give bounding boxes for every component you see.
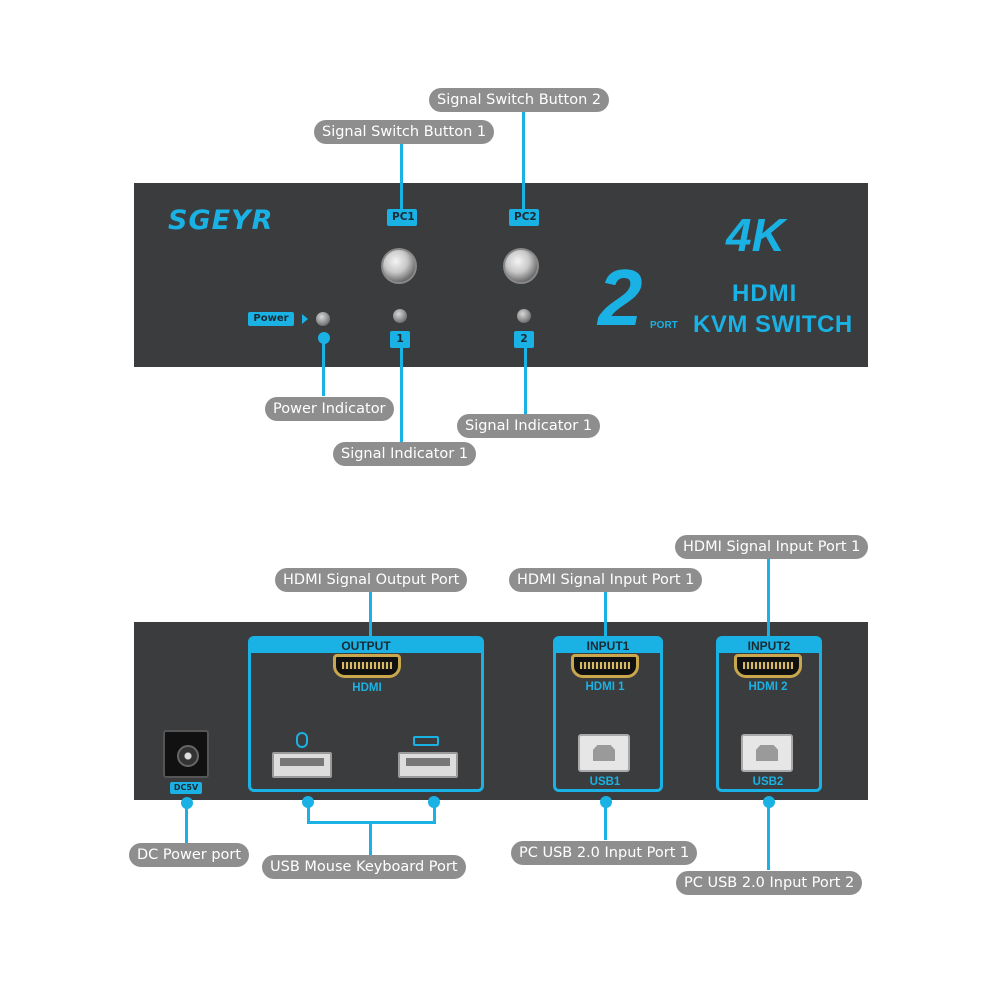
signal-indicator-led-1 (393, 309, 407, 323)
mouse-icon (296, 732, 308, 748)
hdmi-label: HDMI (732, 280, 798, 307)
arrow-right-icon (302, 314, 308, 324)
indicator-2-tag: 2 (514, 331, 534, 348)
hdmi-input-2-label: HDMI 2 (748, 681, 788, 693)
callout-pc-usb-input-port-1: PC USB 2.0 Input Port 1 (511, 841, 698, 865)
signal-switch-button-2[interactable] (503, 248, 539, 284)
connector-line (369, 590, 372, 636)
callout-pc-usb-input-port-2: PC USB 2.0 Input Port 2 (676, 871, 863, 895)
connector-line (604, 802, 607, 840)
indicator-1-tag: 1 (390, 331, 410, 348)
output-section: OUTPUT (248, 636, 484, 792)
brand-logo: SGEYR (168, 205, 274, 236)
usb1-label: USB1 (589, 776, 621, 788)
connector-line (369, 821, 372, 855)
connector-line (185, 803, 188, 843)
connector-line (307, 802, 310, 823)
hdmi-output-port[interactable] (333, 654, 401, 678)
connector-line (322, 336, 325, 396)
hdmi-input-1-label: HDMI 1 (585, 681, 625, 693)
power-tag: Power (248, 312, 294, 326)
connector-line (524, 348, 527, 414)
front-panel (134, 183, 868, 367)
pc2-tag: PC2 (509, 209, 539, 226)
port-word: PORT (650, 320, 678, 331)
port-count: 2 (598, 253, 643, 342)
callout-signal-indicator-1: Signal Indicator 1 (333, 442, 477, 466)
connector-dot (318, 332, 330, 344)
usb-b-port-2[interactable] (741, 734, 793, 772)
input1-section: INPUT1 (553, 636, 663, 792)
callout-hdmi-input-port-1: HDMI Signal Input Port 1 (509, 568, 703, 592)
callout-signal-indicator-2: Signal Indicator 1 (457, 414, 601, 438)
usb2-label: USB2 (752, 776, 784, 788)
connector-line (400, 142, 403, 209)
keyboard-icon (413, 736, 439, 746)
usb-b-port-1[interactable] (578, 734, 630, 772)
connector-line (522, 110, 525, 209)
input2-header: INPUT2 (719, 639, 819, 653)
callout-hdmi-output-port: HDMI Signal Output Port (275, 568, 468, 592)
input2-section: INPUT2 (716, 636, 822, 792)
dc-tag: DC5V (170, 782, 202, 794)
power-indicator-led (316, 312, 330, 326)
pc1-tag: PC1 (387, 209, 417, 226)
hdmi-input-port-2[interactable] (734, 654, 802, 678)
callout-usb-mouse-keyboard-port: USB Mouse Keyboard Port (262, 855, 466, 879)
callout-switch-button-2: Signal Switch Button 2 (429, 88, 610, 112)
signal-switch-button-1[interactable] (381, 248, 417, 284)
resolution-label: 4K (726, 209, 785, 261)
dc-power-jack[interactable] (163, 730, 209, 778)
connector-line (400, 348, 403, 443)
input1-header: INPUT1 (556, 639, 660, 653)
callout-hdmi-input-port-2: HDMI Signal Input Port 1 (675, 535, 869, 559)
hdmi-input-port-1[interactable] (571, 654, 639, 678)
usb-keyboard-port[interactable] (398, 752, 458, 778)
callout-dc-power-port: DC Power port (129, 843, 250, 867)
callout-power-indicator: Power Indicator (265, 397, 394, 421)
connector-line (604, 590, 607, 636)
hdmi-output-label: HDMI (352, 682, 382, 694)
connector-line (767, 802, 770, 870)
callout-switch-button-1: Signal Switch Button 1 (314, 120, 495, 144)
connector-line (433, 802, 436, 823)
kvm-switch-label: KVM SWITCH (693, 311, 853, 338)
output-header: OUTPUT (251, 639, 481, 653)
signal-indicator-led-2 (517, 309, 531, 323)
usb-mouse-port[interactable] (272, 752, 332, 778)
connector-line (767, 558, 770, 636)
